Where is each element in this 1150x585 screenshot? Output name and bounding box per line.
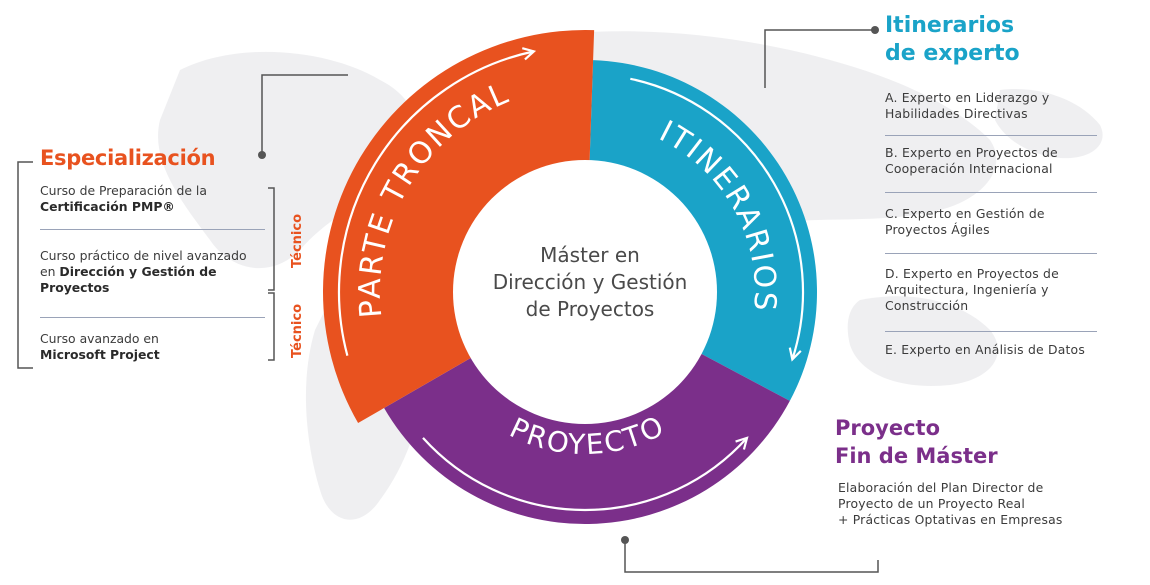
itinerario-item-a: A. Experto en Liderazgo y Habilidades Di… [885, 90, 1050, 121]
itinerarios-connector-dot [871, 26, 879, 34]
especializacion-connector-dot [258, 151, 266, 159]
connector-lines [17, 26, 879, 573]
especializacion-item-2: Curso práctico de nivel avanzado en Dire… [40, 248, 265, 296]
especializacion-item-3: Curso avanzado en Microsoft Project [40, 331, 265, 363]
especializacion-title: Especialización [40, 146, 216, 170]
master-title-line-2: Dirección y Gestión [492, 270, 688, 294]
especializacion-bracket [17, 161, 33, 369]
item-bold: Dirección y Gestión de Proyectos [40, 264, 217, 295]
proyecto-fin-body-line-1: Elaboración del Plan Director de [838, 480, 1044, 495]
item-text: Curso de Preparación de la [40, 183, 207, 198]
map-continent [847, 296, 998, 386]
divider [885, 331, 1097, 332]
proyecto-connector [624, 540, 879, 573]
itinerario-item-e: E. Experto en Análisis de Datos [885, 342, 1085, 357]
proyecto-connector-dot [621, 536, 629, 544]
master-title: Máster en Dirección y Gestión de Proyect… [460, 242, 720, 323]
itinerarios-connector [764, 29, 875, 88]
master-title-line-3: de Proyectos [525, 297, 655, 321]
proyecto-arrow [422, 437, 748, 512]
itinerario-item-b: B. Experto en Proyectos de Cooperación I… [885, 145, 1058, 176]
divider [40, 229, 265, 230]
tecnico-bracket-2 [268, 292, 275, 361]
proyecto-fin-title-line-1: Proyecto [835, 416, 941, 440]
proyecto-fin-body-line-2: Proyecto de un Proyecto Real [838, 496, 1025, 511]
item-bold: Microsoft Project [40, 347, 160, 362]
itinerarios-segment [589, 60, 818, 401]
itinerarios-title-line-1: Itinerarios [885, 13, 1015, 38]
itinerarios-title-line-2: de experto [885, 41, 1020, 66]
proyecto-fin-description: Elaboración del Plan Director de Proyect… [838, 480, 1138, 528]
master-title-line-1: Máster en [540, 243, 640, 267]
item-bold: Certificación PMP® [40, 199, 175, 214]
map-continent [158, 51, 418, 269]
tecnico-label-1: Técnico [290, 213, 305, 268]
troncal-arrow-head [521, 47, 537, 61]
especializacion-connector [261, 74, 348, 155]
tecnico-bracket-1 [268, 187, 275, 291]
item-text: Curso práctico de nivel avanzado en [40, 248, 247, 279]
itinerarios-title: Itinerarios de experto [885, 12, 1020, 68]
proyecto-segment [384, 353, 790, 525]
proyecto-fin-title: Proyecto Fin de Máster [835, 414, 998, 470]
item-text: Curso avanzado en [40, 331, 159, 346]
proyecto-fin-body-line-3: + Prácticas Optativas en Empresas [838, 512, 1063, 527]
map-continent [995, 89, 1103, 159]
itinerarios-arrow [630, 77, 805, 360]
divider [885, 135, 1097, 136]
tecnico-label-2: Técnico [290, 303, 305, 358]
troncal-arrow [337, 50, 535, 356]
parte-troncal-segment [323, 29, 595, 423]
divider [885, 192, 1097, 193]
center-circle [453, 160, 717, 424]
itinerario-item-c: C. Experto en Gestión de Proyectos Ágile… [885, 206, 1045, 237]
proyecto-fin-title-line-2: Fin de Máster [835, 444, 998, 468]
especializacion-item-1: Curso de Preparación de la Certificación… [40, 183, 265, 215]
proyecto-arrow-head [735, 436, 749, 450]
divider [885, 253, 1097, 254]
divider [40, 317, 265, 318]
itinerarios-arrow-head [788, 347, 802, 362]
itinerario-item-d: D. Experto en Proyectos de Arquitectura,… [885, 266, 1059, 313]
